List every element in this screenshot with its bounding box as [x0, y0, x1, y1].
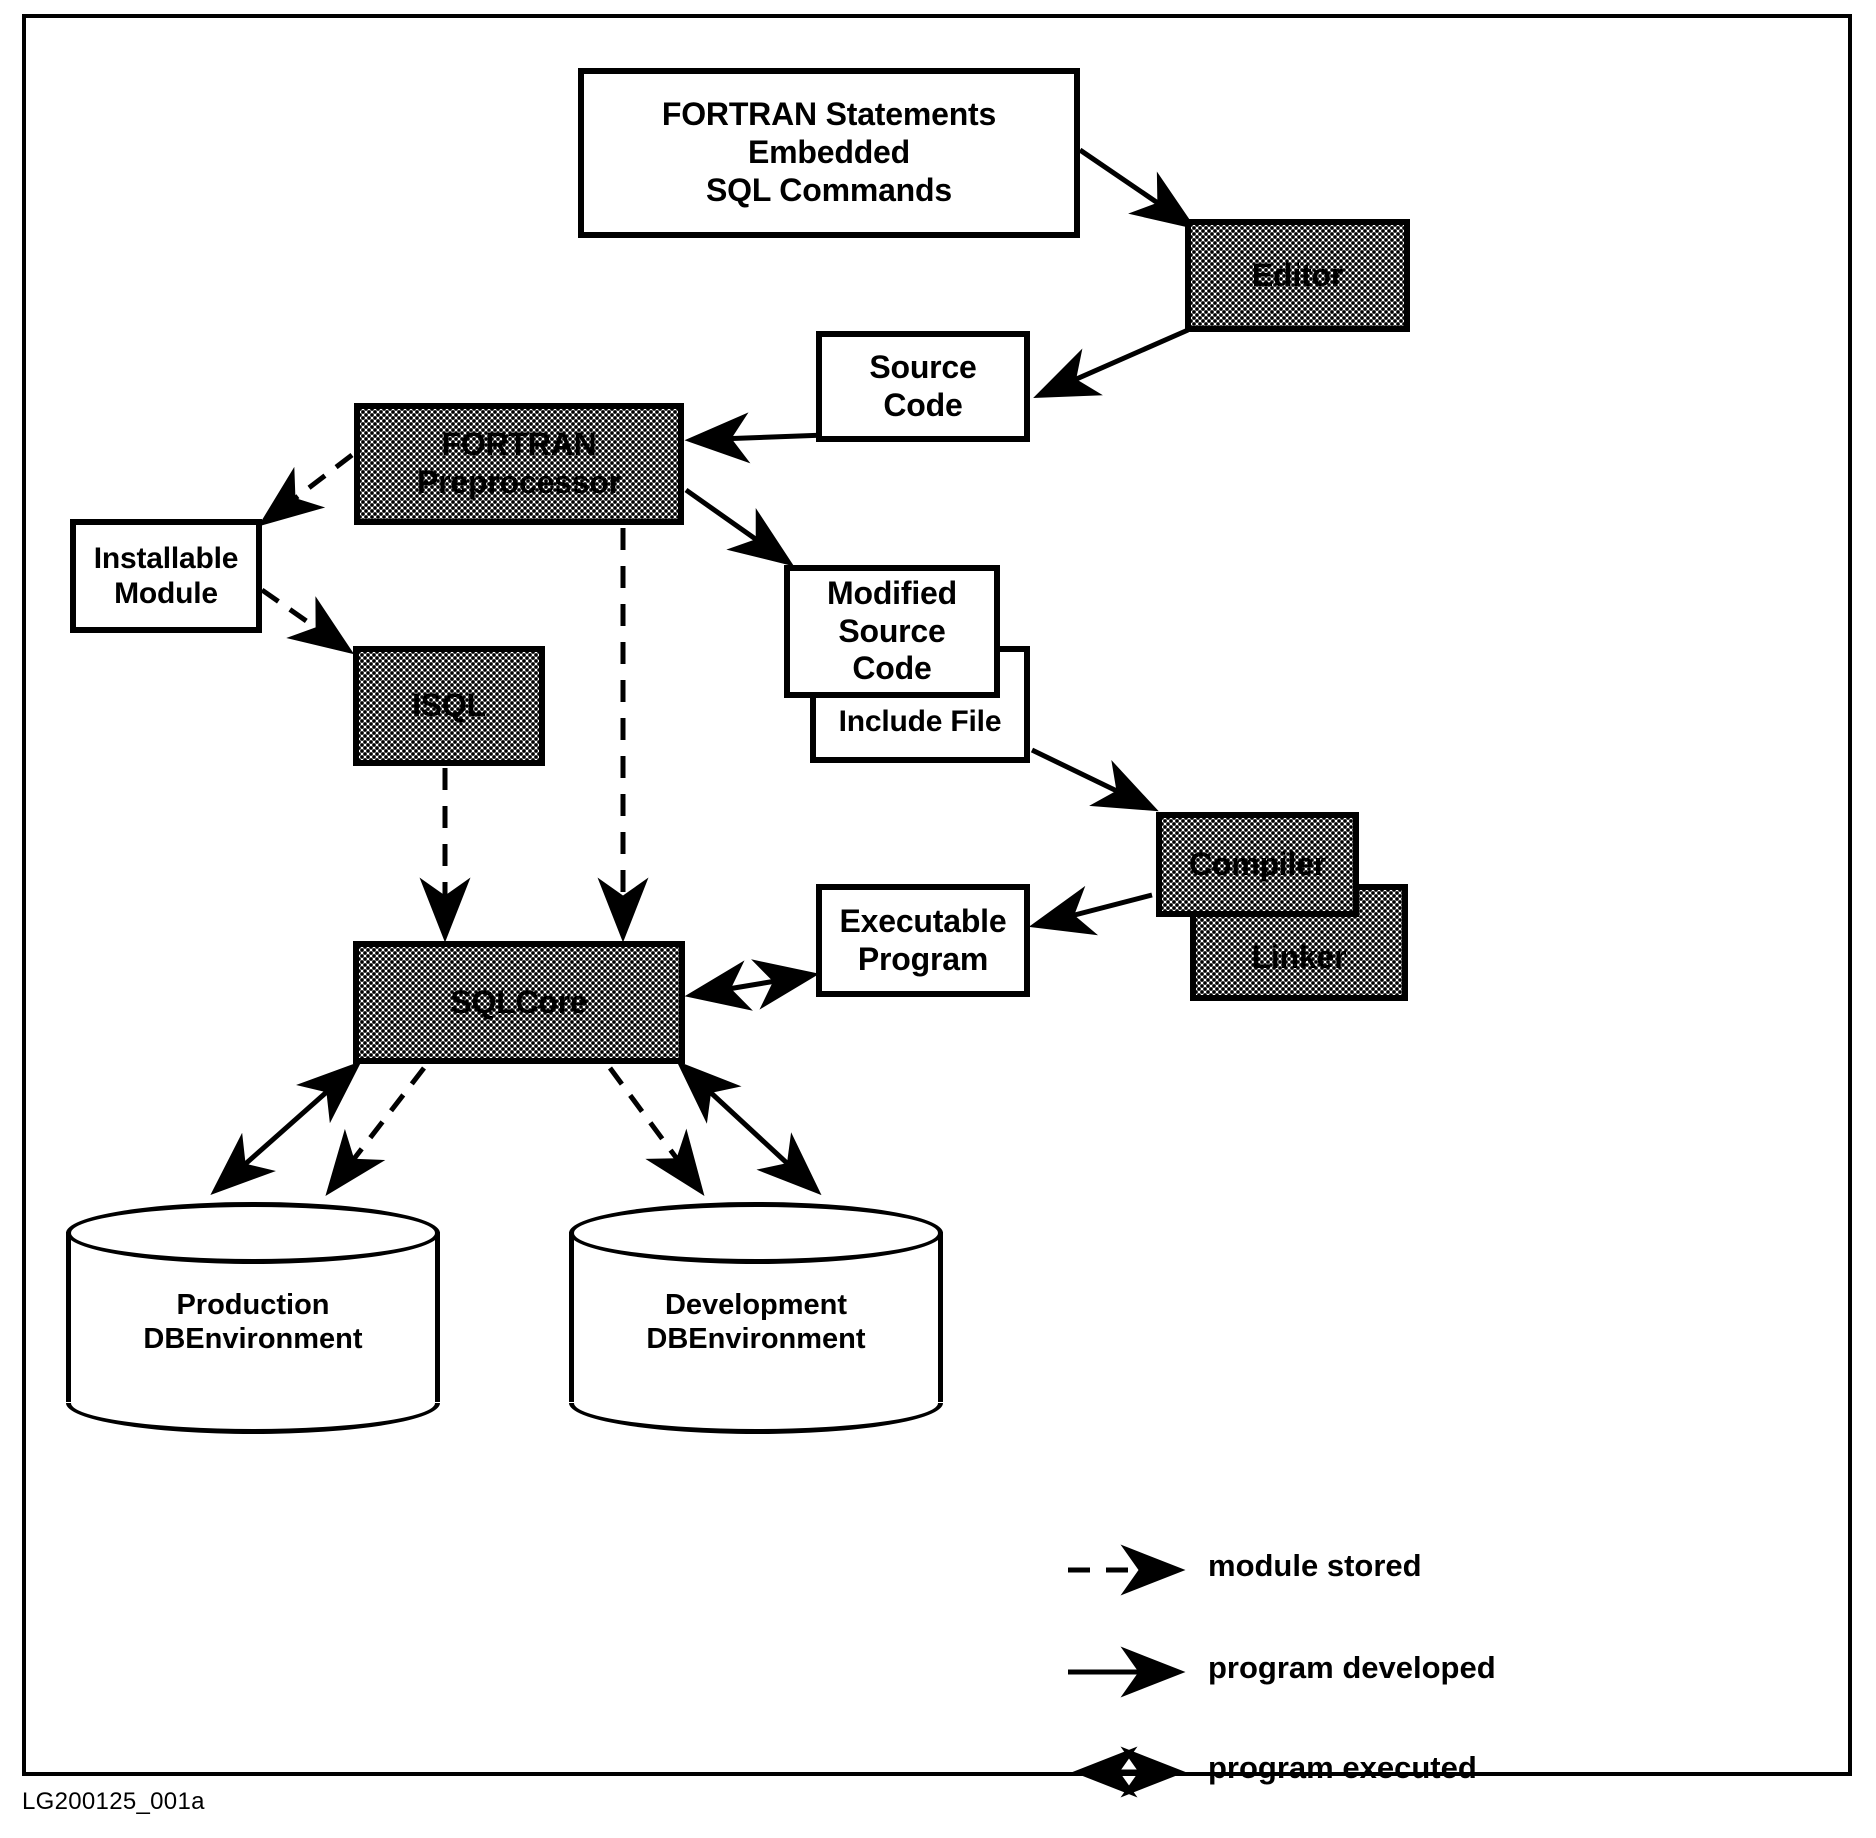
cylinder-top	[66, 1202, 440, 1264]
node-installable-module: Installable Module	[70, 519, 262, 633]
cylinder-production-db: Production DBEnvironment	[66, 1202, 440, 1434]
legend-item-program-executed: program executed	[1208, 1750, 1477, 1786]
cylinder-body	[66, 1232, 440, 1402]
node-label-include-file: Include File	[838, 704, 1002, 738]
legend-item-module-stored: module stored	[1208, 1548, 1422, 1584]
figure-caption: LG200125_001a	[22, 1788, 205, 1815]
cylinder-development-db: Development DBEnvironment	[569, 1202, 943, 1434]
node-isql: ISQL	[353, 646, 545, 766]
node-fortran-statements: FORTRAN Statements Embedded SQL Commands	[578, 68, 1080, 238]
node-label-sqlcore: SQLCore	[450, 983, 588, 1020]
node-label-compiler: Compiler	[1188, 845, 1327, 882]
legend-label-program-executed: program executed	[1208, 1750, 1477, 1785]
node-label-editor: Editor	[1251, 256, 1344, 293]
node-label-isql: ISQL	[412, 687, 486, 724]
node-label-source-code: Source Code	[869, 348, 977, 423]
node-label-fortran-statements: FORTRAN Statements Embedded SQL Commands	[661, 96, 997, 208]
node-editor: Editor	[1185, 219, 1410, 332]
cylinder-top	[569, 1202, 943, 1264]
node-modified-source-code: Modified Source Code	[784, 565, 1000, 698]
node-sqlcore: SQLCore	[353, 941, 685, 1064]
legend-item-program-developed: program developed	[1208, 1650, 1496, 1686]
node-label-executable-program: Executable Program	[839, 902, 1007, 977]
node-fortran-preprocessor: FORTRAN Preprocessor	[354, 403, 684, 525]
node-compiler: Compiler	[1156, 812, 1359, 917]
cylinder-label-development-db: Development DBEnvironment	[646, 1288, 866, 1356]
node-executable-program: Executable Program	[816, 884, 1030, 997]
node-label-linker: Linker	[1251, 939, 1347, 976]
legend-label-program-developed: program developed	[1208, 1650, 1496, 1685]
cylinder-label-production-db: Production DBEnvironment	[143, 1288, 363, 1356]
node-source-code: Source Code	[816, 331, 1030, 442]
legend-label-module-stored: module stored	[1208, 1548, 1422, 1583]
node-label-fortran-preprocessor: FORTRAN Preprocessor	[417, 426, 621, 500]
node-label-modified-source-code: Modified Source Code	[827, 574, 957, 687]
node-label-installable-module: Installable Module	[93, 541, 239, 610]
